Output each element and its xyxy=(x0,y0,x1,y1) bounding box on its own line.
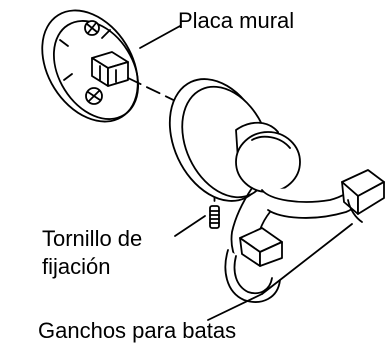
robe-hooks xyxy=(224,169,385,303)
robe-hooks-leader-right xyxy=(261,223,353,295)
set-screw-label-line2: fijación xyxy=(42,254,111,279)
set-screw-label-line1: Tornillo de xyxy=(42,226,143,251)
robe-hooks-leader-left xyxy=(207,293,263,321)
robe-hooks-label: Ganchos para batas xyxy=(38,318,237,343)
assembly-axis xyxy=(127,77,191,109)
set-screw xyxy=(209,189,220,229)
set-screw-leader xyxy=(174,215,206,237)
wall-plate-leader xyxy=(139,25,181,49)
hook-body xyxy=(168,78,363,267)
wall-plate-label: Placa mural xyxy=(178,8,295,33)
wall-plate xyxy=(41,9,140,123)
